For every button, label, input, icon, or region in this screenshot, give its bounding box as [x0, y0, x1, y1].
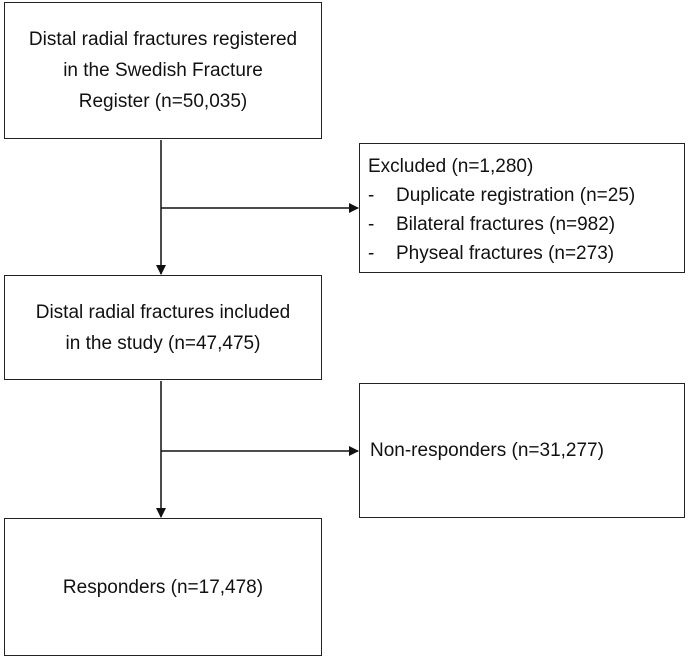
excluded-item-label: Duplicate registration (n=25): [396, 185, 636, 206]
nonresponders-box: Non-responders (n=31,277): [359, 383, 685, 518]
excluded-item-bullet: -: [368, 185, 375, 206]
excluded-item-bullet: -: [368, 243, 375, 264]
excluded-item-bullet: -: [368, 214, 375, 235]
registered-fractures-box: Distal radial fractures registered in th…: [4, 2, 322, 139]
included-line-2: in the study (n=47,475): [65, 332, 261, 354]
responders-box: Responders (n=17,478): [4, 518, 322, 656]
registered-line-1: Distal radial fractures registered: [28, 29, 298, 50]
excluded-box: Excluded (n=1,280) - Duplicate registrat…: [359, 143, 685, 273]
excluded-item-label: Physeal fractures (n=273): [396, 243, 615, 264]
included-line-1: Distal radial fractures included: [35, 301, 291, 323]
excluded-item-label: Bilateral fractures (n=982): [396, 214, 616, 235]
registered-fractures-text: Distal radial fractures registered in th…: [29, 24, 297, 117]
responders-label: Responders (n=17,478): [62, 576, 264, 598]
registered-line-2: in the Swedish Fracture: [63, 60, 263, 81]
excluded-item: - Duplicate registration (n=25): [368, 181, 674, 210]
included-fractures-box: Distal radial fractures included in the …: [4, 275, 322, 380]
excluded-item: - Physeal fractures (n=273): [368, 239, 674, 268]
included-fractures-text: Distal radial fractures included in the …: [36, 297, 291, 359]
excluded-item: - Bilateral fractures (n=982): [368, 210, 674, 239]
excluded-title: Excluded (n=1,280): [368, 156, 534, 177]
registered-line-3: Register (n=50,035): [78, 91, 248, 112]
nonresponders-label: Non-responders (n=31,277): [370, 440, 604, 461]
